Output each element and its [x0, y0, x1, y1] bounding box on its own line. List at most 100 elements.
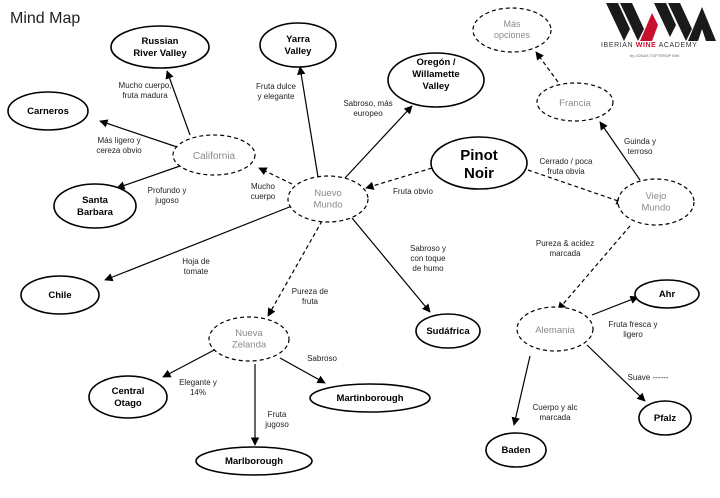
edge-label-cerrado-line: Cerrado / poca	[540, 157, 593, 166]
edge-label-mucho-cuerpo-fruta: Mucho cuerpo,fruta madura	[119, 81, 172, 100]
node-martinborough-label: Martinborough	[336, 393, 403, 404]
node-pfalz-label-line: Pfalz	[654, 413, 676, 424]
edge-label-suave: Suave ------	[628, 373, 669, 382]
edge-alemania-pfalz	[586, 344, 646, 402]
node-francia-label: Francia	[559, 98, 591, 109]
node-mas-opciones-shape	[472, 7, 552, 53]
node-ahr-shape	[634, 279, 700, 309]
node-baden-shape	[485, 432, 547, 468]
node-alemania-label-line: Alemania	[535, 325, 575, 336]
node-nuevo-mundo-shape	[287, 175, 369, 223]
edge-label-mucho-cuerpo-fruta-line: Mucho cuerpo,	[119, 81, 172, 90]
node-santa-barbara-shape	[53, 183, 137, 229]
edge-label-pureza-acidez-line: marcada	[549, 249, 581, 258]
edge-label-fruta-jugoso-line: Fruta	[268, 410, 287, 419]
node-nueva-zelanda-shape	[208, 316, 290, 362]
logo-wordmark: IBERIAN WINE ACADEMY	[601, 42, 719, 49]
edge-viejo-alemania	[557, 225, 631, 311]
edge-label-sabroso-europeo-line: Sabroso, más	[343, 99, 392, 108]
edge-label-profundo-line: Profundo y	[148, 186, 187, 195]
node-pfalz-shape	[638, 400, 692, 436]
node-ahr-label: Ahr	[659, 289, 676, 300]
edge-label-cuerpo-alc-line: Cuerpo y alc	[533, 403, 578, 412]
edge-california-carneros	[99, 119, 181, 149]
node-california-label: California	[193, 151, 236, 162]
node-central-otago-label-line: Central	[112, 386, 145, 397]
node-oregon-label-line: Oregón /	[416, 57, 455, 68]
edge-label-suave-line: Suave ------	[628, 373, 669, 382]
logo-text-accent: WINE	[635, 42, 657, 49]
node-francia-label-line: Francia	[559, 98, 591, 109]
node-yarra-shape	[259, 22, 337, 68]
node-viejo-mundo-shape	[617, 178, 695, 226]
edge-label-hoja-tomate-line: tomate	[184, 267, 209, 276]
edge-label-sabroso: Sabroso	[307, 354, 337, 363]
node-marlborough-label: Marlborough	[225, 456, 283, 467]
node-marlborough-shape	[195, 446, 313, 476]
edge-nuevo-chile	[104, 205, 293, 282]
edge-california-russian	[165, 70, 191, 136]
edge-nuevo-sudafrica	[351, 217, 431, 313]
node-francia-shape	[536, 82, 614, 122]
edge-label-sabroso-humo-line: con toque	[410, 254, 446, 263]
edge-california-santa	[116, 165, 181, 190]
node-california-label-line: California	[193, 151, 236, 162]
node-nueva-zelanda-label-line: Zelanda	[232, 340, 267, 351]
node-carneros-label: Carneros	[27, 106, 69, 117]
node-chile-label: Chile	[48, 290, 71, 301]
edge-label-fruta-dulce-line: Fruta dulce	[256, 82, 297, 91]
edge-label-guinda-line: terroso	[628, 147, 653, 156]
logo-subtitle: by JONAS TOFTERUP MW	[630, 53, 680, 58]
edge-nuevo-california	[258, 167, 293, 185]
node-mas-opciones-label-line: Más	[503, 19, 521, 29]
edge-label-fruta-dulce-line: y elegante	[258, 92, 295, 101]
node-central-otago-label-line: Otago	[114, 398, 142, 409]
node-oregon-label-line: Valley	[423, 81, 451, 92]
node-martinborough-label-line: Martinborough	[336, 393, 403, 404]
node-pfalz-label: Pfalz	[654, 413, 676, 424]
edge-alemania-baden	[511, 355, 531, 426]
edge-pinot-nuevo	[365, 167, 433, 190]
node-russian-river-label-line: Russian	[142, 36, 179, 47]
node-russian-river-shape	[110, 25, 210, 69]
node-carneros-shape	[7, 91, 89, 131]
node-nueva-zelanda-label-line: Nueva	[235, 328, 263, 339]
node-alemania-label: Alemania	[535, 325, 575, 336]
page-title: Mind Map	[10, 10, 81, 27]
iwa-logo-mark	[606, 3, 716, 41]
edge-label-mucho-cuerpo-line: Mucho	[251, 182, 276, 191]
node-marlborough-label-line: Marlborough	[225, 456, 283, 467]
node-mas-opciones-label-line: opciones	[494, 30, 531, 40]
edge-label-cerrado-line: fruta obvia	[547, 167, 585, 176]
edge-label-sabroso-humo-line: Sabroso y	[410, 244, 446, 253]
node-ahr-label-line: Ahr	[659, 289, 676, 300]
edge-label-fruta-fresca-line: Fruta fresca y	[609, 320, 658, 329]
node-baden-label: Baden	[501, 445, 530, 456]
edge-francia-mas	[535, 51, 559, 83]
edge-nuevo-yarra	[297, 66, 319, 178]
edge-nz-otago	[162, 347, 219, 378]
node-pinot-noir-shape	[430, 136, 528, 190]
edge-alemania-ahr	[591, 295, 639, 316]
edge-label-fruta-obvio-line: Fruta obvio	[393, 187, 434, 196]
node-sudafrica-label-line: Sudáfrica	[426, 326, 470, 337]
